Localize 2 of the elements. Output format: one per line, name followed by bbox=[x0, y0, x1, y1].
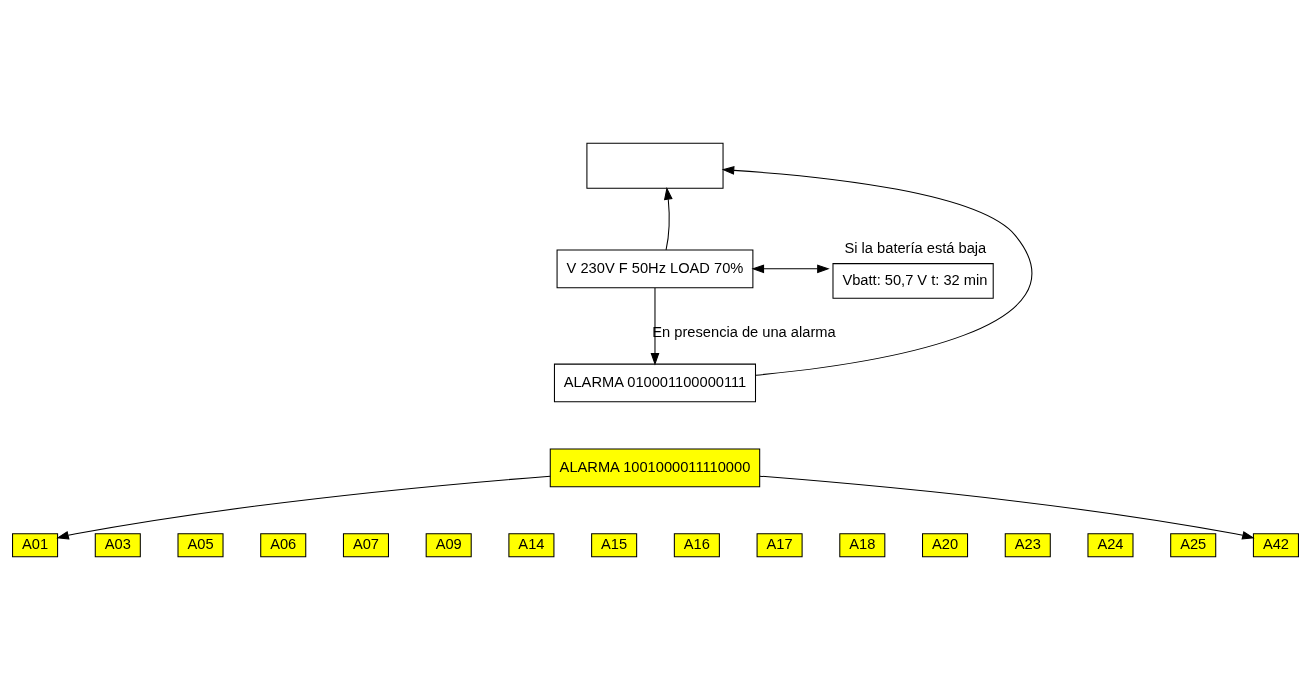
node-label: Si la batería está baja bbox=[844, 240, 987, 257]
edge-label: En presencia de una alarma bbox=[652, 324, 836, 341]
